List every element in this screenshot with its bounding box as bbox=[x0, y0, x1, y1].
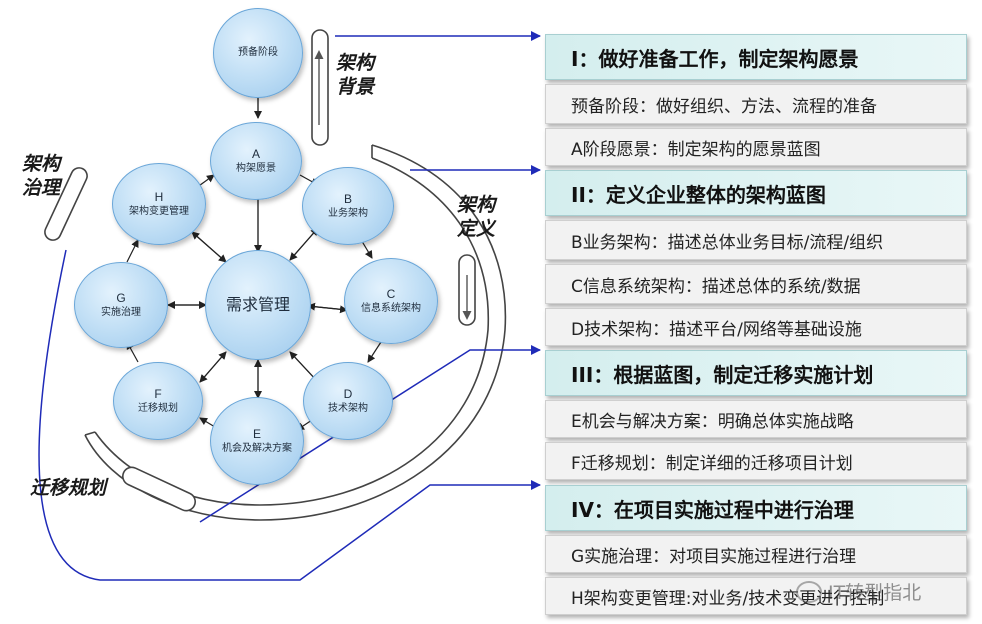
bracket-arrows bbox=[314, 50, 472, 320]
node-e-letter: E bbox=[252, 427, 261, 442]
node-a-letter: A bbox=[251, 147, 260, 162]
node-f-name: 迁移规划 bbox=[138, 403, 178, 415]
node-prelim: 预备阶段 bbox=[213, 8, 303, 98]
label-migration-planning: 迁移规划 bbox=[30, 477, 107, 499]
section-1-title: I：做好准备工作，制定架构愿景 bbox=[545, 34, 967, 80]
label-architecture-definition: 架构 定义 bbox=[457, 194, 496, 240]
node-prelim-name: 预备阶段 bbox=[238, 47, 278, 59]
node-a-name: 构架愿景 bbox=[236, 163, 276, 175]
section-4-item-2: H架构变更管理:对业务/技术变更进行控制 bbox=[545, 577, 967, 615]
node-g-name: 实施治理 bbox=[101, 307, 141, 319]
watermark: IT转型指北 bbox=[796, 578, 921, 605]
wechat-icon bbox=[796, 580, 822, 603]
section-2-item-1: B业务架构：描述总体业务目标/流程/组织 bbox=[545, 220, 967, 260]
section-4-item-1: G实施治理：对项目实施过程进行治理 bbox=[545, 535, 967, 573]
node-c-name: 信息系统架构 bbox=[361, 303, 421, 315]
section-1-item-2: A阶段愿景：制定架构的愿景蓝图 bbox=[545, 128, 967, 166]
node-g-letter: G bbox=[116, 291, 126, 306]
section-4-title: IV：在项目实施过程中进行治理 bbox=[545, 485, 967, 531]
watermark-text: IT转型指北 bbox=[828, 582, 922, 604]
node-a: A 构架愿景 bbox=[210, 122, 302, 200]
section-3-item-1: E机会与解决方案：明确总体实施战略 bbox=[545, 400, 967, 438]
node-h-letter: H bbox=[154, 190, 164, 205]
node-h: H 架构变更管理 bbox=[112, 163, 206, 245]
node-center-name: 需求管理 bbox=[225, 295, 290, 315]
label-architecture-governance: 架构 治理 bbox=[22, 153, 61, 199]
node-center: 需求管理 bbox=[205, 250, 311, 360]
node-h-name: 架构变更管理 bbox=[129, 206, 189, 218]
section-2-item-2: C信息系统架构：描述总体的系统/数据 bbox=[545, 264, 967, 304]
section-3-title: III：根据蓝图，制定迁移实施计划 bbox=[545, 350, 967, 396]
section-3-item-2: F迁移规划：制定详细的迁移项目计划 bbox=[545, 442, 967, 480]
section-1-item-1: 预备阶段：做好组织、方法、流程的准备 bbox=[545, 84, 967, 124]
node-b: B 业务架构 bbox=[302, 167, 394, 245]
node-c: C 信息系统架构 bbox=[344, 258, 438, 344]
node-d-letter: D bbox=[343, 387, 353, 402]
node-d: D 技术架构 bbox=[303, 362, 393, 440]
node-e-name: 机会及解决方案 bbox=[222, 443, 292, 455]
node-d-name: 技术架构 bbox=[328, 403, 368, 415]
section-2-title: II：定义企业整体的架构蓝图 bbox=[545, 170, 967, 216]
section-2-item-3: D技术架构：描述平台/网络等基础设施 bbox=[545, 308, 967, 346]
node-b-name: 业务架构 bbox=[328, 208, 368, 220]
node-c-letter: C bbox=[386, 287, 396, 302]
label-architecture-background: 架构 背景 bbox=[336, 52, 375, 98]
node-f: F 迁移规划 bbox=[113, 362, 203, 440]
node-g: G 实施治理 bbox=[74, 262, 168, 348]
node-b-letter: B bbox=[343, 192, 352, 207]
node-e: E 机会及解决方案 bbox=[210, 397, 304, 485]
node-f-letter: F bbox=[154, 387, 162, 402]
